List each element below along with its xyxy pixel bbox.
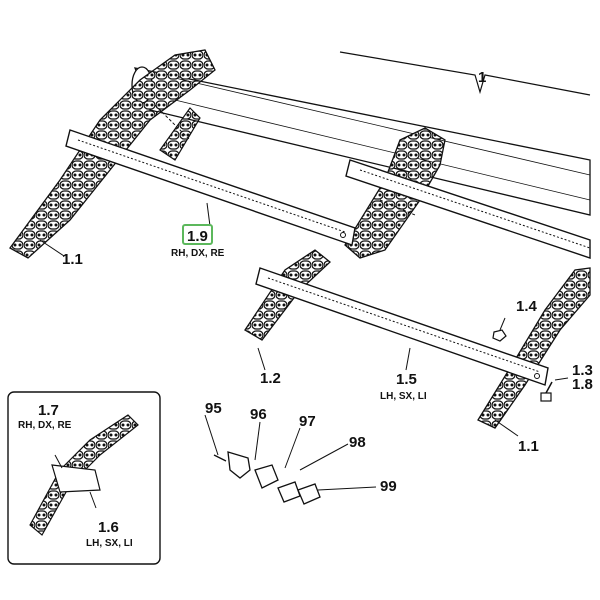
callout-1-5: 1.5 bbox=[396, 371, 417, 388]
callout-99: 99 bbox=[380, 478, 397, 495]
bracket-96 bbox=[227, 451, 251, 479]
callout-1: 1 bbox=[478, 69, 486, 86]
callout-1-7-sub: RH, DX, RE bbox=[18, 420, 72, 431]
callout-1-3: 1.3 bbox=[572, 362, 593, 379]
slat-1-5 bbox=[255, 267, 549, 386]
callout-1-9[interactable]: 1.9 bbox=[187, 228, 208, 245]
slat-1-9 bbox=[65, 129, 356, 246]
callout-1-6: 1.6 bbox=[98, 519, 119, 536]
detail-inset bbox=[7, 391, 161, 565]
nut-1-4 bbox=[492, 317, 507, 342]
callout-1-5-sub: LH, SX, LI bbox=[380, 391, 427, 402]
callout-1-1-left: 1.1 bbox=[62, 251, 83, 268]
leader-lines bbox=[39, 202, 519, 491]
link-97 bbox=[254, 464, 279, 489]
callout-98: 98 bbox=[349, 434, 366, 451]
callout-1-8: 1.8 bbox=[572, 376, 593, 393]
callout-95: 95 bbox=[205, 400, 222, 417]
link-98 bbox=[277, 481, 301, 503]
link-99 bbox=[297, 483, 321, 505]
callout-1-4: 1.4 bbox=[516, 298, 538, 315]
callout-97: 97 bbox=[299, 413, 316, 430]
bolt-1-3-1-8 bbox=[540, 377, 569, 402]
slat-upper-right bbox=[345, 159, 591, 259]
chain-right-1-1 bbox=[477, 267, 591, 429]
callout-1-2: 1.2 bbox=[260, 370, 281, 387]
pin-95 bbox=[213, 454, 227, 462]
assembly-bracket-1 bbox=[339, 51, 591, 96]
chain-inner-left bbox=[154, 104, 201, 161]
callout-1-9-sub: RH, DX, RE bbox=[171, 248, 225, 259]
callout-1-6-sub: LH, SX, LI bbox=[86, 538, 133, 549]
callout-1-7: 1.7 bbox=[38, 402, 59, 419]
callout-1-1-right: 1.1 bbox=[518, 438, 539, 455]
callout-96: 96 bbox=[250, 406, 267, 423]
highlight-box-1-9 bbox=[182, 224, 213, 245]
